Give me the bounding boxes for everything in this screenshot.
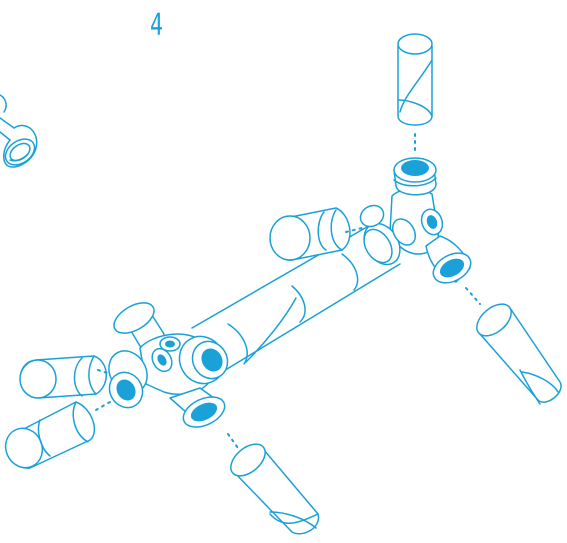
cardboard-tube-right-left: [269, 207, 351, 261]
cardboard-tube-bottom: [230, 443, 320, 535]
cardboard-tube-top: [397, 33, 433, 126]
guide-line-right-left: [345, 227, 363, 233]
cardboard-tube-left-lower: [4, 401, 96, 469]
guide-line-lower-right: [465, 287, 481, 305]
connector-hub-left: [108, 302, 229, 428]
cardboard-tube-left-upper: [19, 355, 107, 399]
cardboard-tube-lower-right: [476, 303, 562, 405]
guide-line-left-lower: [95, 401, 111, 411]
step-number: 4: [150, 8, 164, 43]
guide-line-left-upper: [97, 369, 111, 375]
connector-hub-right: [359, 157, 472, 284]
guide-line-bottom: [227, 433, 239, 449]
partial-hub-left: [0, 94, 38, 168]
